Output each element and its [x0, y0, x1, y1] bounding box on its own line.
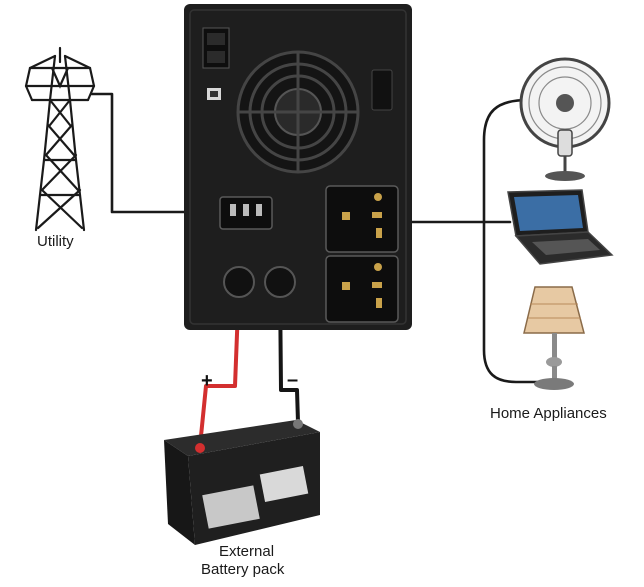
lamp-icon	[523, 286, 585, 390]
utility-wire	[90, 92, 230, 214]
utility-label: Utility	[37, 233, 74, 250]
laptop-icon	[507, 189, 614, 265]
battery-positive-post	[195, 443, 205, 453]
positive-sign: +	[201, 370, 213, 392]
home-appliances-label: Home Appliances	[490, 405, 607, 422]
output-socket-2	[325, 255, 399, 323]
battery-terminal-positive	[223, 266, 255, 298]
wires	[90, 92, 547, 448]
output-socket-1	[325, 185, 399, 253]
battery-negative-post	[293, 419, 303, 429]
fan-icon	[519, 57, 611, 181]
transmission-tower-icon	[24, 46, 96, 232]
battery-label-line1: External	[219, 543, 275, 560]
battery-icon	[164, 419, 320, 545]
ups-fan-grille	[236, 50, 360, 174]
ups-unit	[184, 4, 412, 330]
negative-cable	[278, 280, 300, 424]
battery-label-line2: Battery pack	[201, 561, 285, 578]
ac-input-socket	[219, 196, 273, 230]
positive-cable	[198, 280, 241, 448]
battery-terminal-negative	[264, 266, 296, 298]
appliance-bus	[482, 98, 547, 384]
negative-sign: –	[287, 369, 299, 391]
